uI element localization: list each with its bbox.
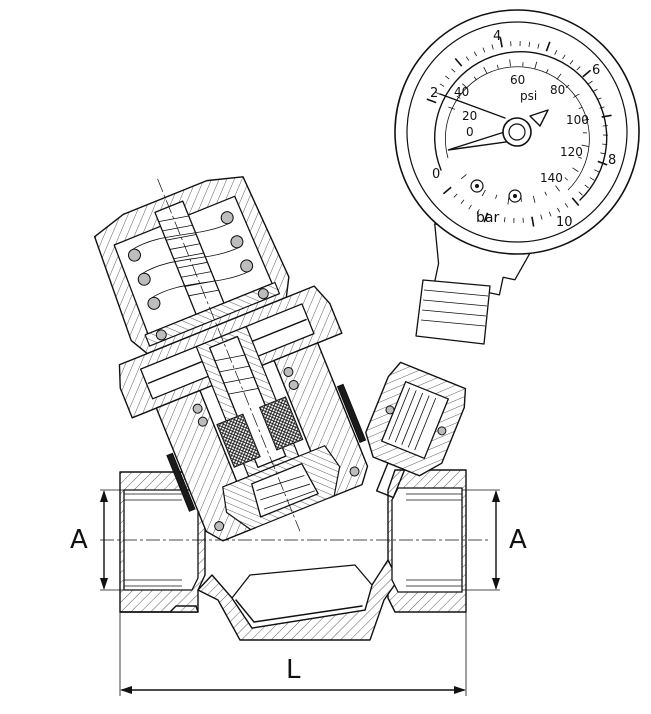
- psi-label-80: 80: [550, 83, 565, 97]
- psi-tick: [534, 61, 538, 69]
- gauge-tick: [557, 207, 561, 213]
- gauge-tick: [491, 44, 494, 50]
- bar-label-4: 4: [493, 29, 501, 44]
- gauge-tick: [588, 80, 593, 85]
- gauge-tick: [439, 83, 445, 87]
- psi-unit: psi: [520, 89, 537, 103]
- dimension-lines: [100, 489, 500, 696]
- gauge-tick: [531, 216, 535, 227]
- psi-tick: [556, 73, 562, 80]
- psi-tick: [532, 195, 536, 203]
- gauge-tick: [602, 143, 608, 146]
- psi-tick: [578, 106, 583, 110]
- length-dimension-label: L: [286, 655, 301, 685]
- gauge-tick: [435, 91, 440, 95]
- o-ring-seals: [192, 366, 360, 532]
- gauge-tick: [426, 98, 437, 104]
- psi-tick: [577, 156, 582, 159]
- psi-label-0: 0: [466, 125, 474, 139]
- gauge-tick: [545, 41, 551, 52]
- gauge-tick: [499, 37, 503, 48]
- gauge-tick: [451, 68, 456, 73]
- gauge-tick: [562, 54, 566, 60]
- gauge-tick: [597, 160, 608, 166]
- gauge-tick: [554, 50, 558, 55]
- psi-tick: [507, 197, 510, 205]
- bar-label-10: 10: [556, 215, 573, 230]
- bar-label-0: 0: [432, 167, 440, 182]
- gauge-tick: [465, 56, 470, 61]
- psi-tick: [546, 69, 549, 74]
- gauge-tick: [483, 212, 489, 223]
- gauge-tick: [476, 209, 480, 214]
- gauge-tick: [473, 51, 477, 57]
- psi-label-140: 140: [540, 171, 563, 185]
- psi-tick: [496, 64, 499, 69]
- psi-label-20: 20: [462, 109, 477, 123]
- bar-unit: bar: [476, 210, 499, 226]
- gauge-tick: [592, 88, 598, 92]
- gauge-tick: [528, 41, 531, 47]
- inlet-dimension-label: A: [70, 525, 88, 555]
- gauge-tick: [540, 214, 543, 220]
- psi-tick: [565, 84, 570, 89]
- psi-label-100: 100: [566, 113, 589, 127]
- psi-tick: [555, 185, 560, 192]
- gauge-tick: [599, 106, 605, 109]
- gauge-tick: [503, 217, 506, 223]
- gauge-tick: [601, 114, 612, 118]
- psi-tick: [481, 189, 486, 197]
- psi-tick: [495, 194, 498, 199]
- psi-label-40: 40: [454, 85, 469, 99]
- psi-tick: [581, 118, 589, 121]
- gauge-ticks: [426, 37, 612, 227]
- gauge-tick: [578, 191, 583, 196]
- bar-label-6: 6: [592, 63, 600, 78]
- pressure-gauge: 0 2 4 6 8 10 0 20 40 60 80 100 120 140 p…: [394, 9, 640, 345]
- gauge-tick: [537, 43, 540, 49]
- gauge-tick: [564, 203, 569, 208]
- psi-tick: [573, 93, 580, 98]
- psi-tick: [473, 76, 477, 81]
- psi-tick: [448, 106, 456, 110]
- gauge-tick: [460, 199, 465, 204]
- psi-tick: [581, 144, 589, 147]
- gauge-tick: [584, 184, 589, 189]
- gauge-tick: [594, 169, 599, 173]
- gauge-tick: [589, 177, 595, 181]
- gauge-tick: [454, 57, 463, 67]
- psi-tick: [456, 95, 461, 99]
- gauge-tick: [442, 186, 452, 195]
- gauge-tick: [569, 60, 574, 65]
- gauge-tick: [571, 197, 580, 207]
- gauge-tick: [453, 193, 458, 198]
- bar-label-8: 8: [608, 153, 616, 168]
- psi-tick: [544, 191, 547, 196]
- gauge-tick: [494, 215, 497, 221]
- gauge-port: [365, 361, 467, 499]
- gauge-tick: [548, 211, 552, 217]
- gauge-tick: [582, 69, 592, 78]
- psi-tick: [572, 167, 579, 172]
- gauge-tick: [482, 47, 486, 53]
- gauge-tick: [600, 152, 606, 155]
- psi-tick: [483, 66, 488, 74]
- psi-tick: [509, 59, 511, 67]
- regulator-head: [93, 176, 369, 542]
- bar-label-2: 2: [430, 86, 438, 101]
- psi-tick: [564, 177, 568, 181]
- outlet-dimension-label: A: [509, 525, 527, 555]
- strainer-mesh: [216, 413, 261, 468]
- psi-tick: [460, 174, 467, 180]
- gauge-tick: [576, 66, 581, 71]
- psi-label-120: 120: [560, 145, 583, 159]
- gauge-tick: [468, 204, 472, 210]
- gauge-tick: [445, 75, 450, 80]
- psi-tick: [462, 83, 468, 89]
- gauge-tick: [596, 97, 602, 101]
- psi-label-60: 60: [510, 73, 525, 87]
